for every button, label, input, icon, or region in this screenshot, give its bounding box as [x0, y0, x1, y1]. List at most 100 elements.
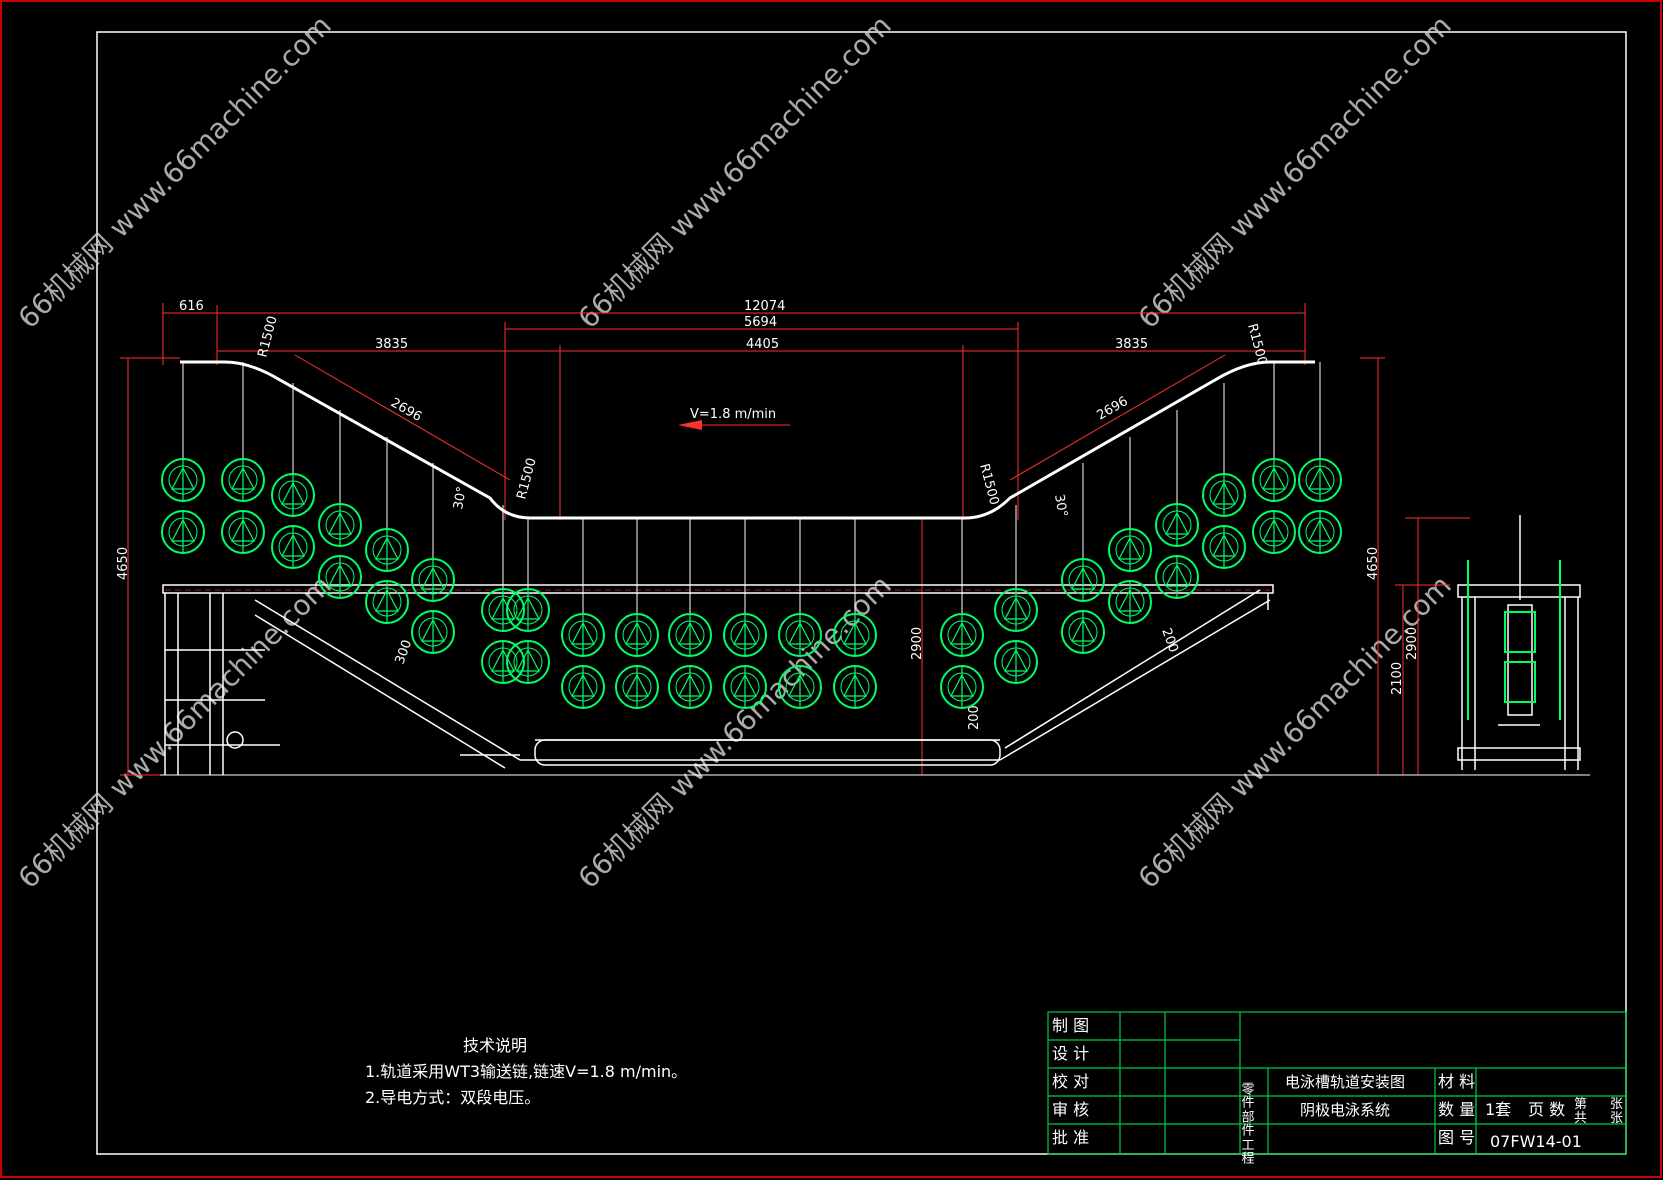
rack-frame: [231, 511, 255, 553]
rack-frame: [1262, 459, 1286, 501]
dim-r1500-c: R1500: [976, 462, 1001, 507]
dim-4405: 4405: [746, 337, 779, 352]
dim-616: 616: [179, 299, 204, 314]
quantity-label: 数 量: [1438, 1100, 1475, 1119]
rack-frame: [491, 641, 515, 683]
sheet-zhang-1: 张: [1610, 1097, 1623, 1112]
system-name: 阴极电泳系统: [1300, 1101, 1390, 1119]
rack-frame: [328, 556, 352, 598]
rack-frame: [231, 459, 255, 501]
rack-frame: [1118, 529, 1142, 571]
material-label: 材 料: [1438, 1072, 1475, 1091]
rack-frame: [1165, 504, 1189, 546]
rack-frame: [733, 666, 757, 708]
dim-2100: 2100: [1390, 662, 1405, 695]
rack-frame: [788, 614, 812, 656]
dim-2696-left: 2696: [388, 395, 424, 425]
notes-title: 技术说明: [463, 1036, 528, 1055]
tb-row-approve: 批 准: [1052, 1128, 1089, 1147]
dim-2900-right: 2900: [1405, 627, 1420, 660]
side-view-electrodes: [1467, 560, 1561, 720]
title-block-text: 制 图 设 计 校 对 审 核 批 准 零件 部件 工程 电泳槽轨道安装图 阴极…: [1052, 1016, 1623, 1165]
rack-frame: [1118, 581, 1142, 623]
rack-frame: [1165, 556, 1189, 598]
dim-r1500-a: R1500: [255, 314, 280, 359]
conveyor-track: [180, 360, 1315, 520]
rack-frame: [1004, 641, 1028, 683]
rack-frame: [375, 529, 399, 571]
rack-frame: [171, 511, 195, 553]
rack-frame: [1308, 511, 1332, 553]
rack-frame: [1071, 611, 1095, 653]
title-block: [1047, 1011, 1627, 1155]
rack-frame: [1262, 511, 1286, 553]
watermark-1: 66机械网 www.66machine.com: [12, 9, 338, 335]
notes-line-1: 1.轨道采用WT3输送链,链速V=1.8 m/min。: [365, 1062, 688, 1081]
rack-frame: [625, 666, 649, 708]
speed-label: V=1.8 m/min: [690, 407, 776, 422]
tb-row-proofread: 校 对: [1052, 1072, 1089, 1091]
dim-300-left: 300: [393, 638, 416, 666]
rack-frame: [950, 666, 974, 708]
drawing-no: 07FW14-01: [1490, 1132, 1582, 1151]
rack-frame: [625, 614, 649, 656]
drawing-frame: [96, 31, 1627, 1155]
dim-4650-right: 4650: [1366, 547, 1381, 580]
notes-line-2: 2.导电方式：双段电压。: [365, 1088, 541, 1107]
rack-frame: [281, 526, 305, 568]
dim-3835-right: 3835: [1115, 337, 1148, 352]
dim-200-mid: 200: [967, 705, 982, 730]
rack-frame: [421, 611, 445, 653]
rack-frame: [950, 614, 974, 656]
rack-frame: [843, 666, 867, 708]
watermark-4: 66机械网 www.66machine.com: [12, 569, 338, 895]
side-view: [1457, 515, 1581, 770]
watermark-6: 66机械网 www.66machine.com: [1132, 569, 1458, 895]
rack-frame: [375, 581, 399, 623]
technical-notes: 技术说明 1.轨道采用WT3输送链,链速V=1.8 m/min。 2.导电方式：…: [365, 1033, 687, 1111]
rack-frame: [1004, 589, 1028, 631]
rack-frame: [171, 459, 195, 501]
sheet-di: 第: [1574, 1097, 1587, 1112]
tank-structure: [162, 584, 1274, 775]
rack-frame: [281, 474, 305, 516]
page-label: 页 数: [1528, 1100, 1565, 1119]
quantity-value: 1套: [1485, 1100, 1511, 1119]
dimension-labels: 616 12074 5694 4405 3835 3835 2696 2696 …: [116, 299, 1420, 730]
rack-frame: [421, 559, 445, 601]
dim-3835-left: 3835: [375, 337, 408, 352]
tb-label-component: 部件: [1239, 1110, 1255, 1136]
rack-frame: [788, 666, 812, 708]
dim-angle-right: 30°: [1051, 493, 1070, 518]
dim-2900-mid: 2900: [910, 627, 925, 660]
dim-angle-left: 30°: [451, 485, 470, 510]
dim-r1500-b: R1500: [514, 456, 539, 501]
rack-frame: [733, 614, 757, 656]
tb-label-part: 零件: [1239, 1082, 1255, 1108]
dim-5694: 5694: [744, 315, 777, 330]
drawing-name: 电泳槽轨道安装图: [1285, 1073, 1405, 1091]
watermarks: 66机械网 www.66machine.com 66机械网 www.66mach…: [12, 9, 1458, 895]
dim-4650-left: 4650: [116, 547, 131, 580]
tb-row-draft: 制 图: [1052, 1016, 1089, 1035]
rack-frame: [571, 666, 595, 708]
dim-r1500-d: R1500: [1244, 322, 1269, 367]
tb-label-project: 工程: [1239, 1138, 1255, 1165]
dim-12074: 12074: [744, 299, 785, 314]
rack-frame: [1212, 526, 1236, 568]
rack-frame: [1071, 559, 1095, 601]
watermark-2: 66机械网 www.66machine.com: [572, 9, 898, 335]
rack-frame: [571, 614, 595, 656]
rack-frame: [491, 589, 515, 631]
tb-row-review: 审 核: [1052, 1100, 1089, 1119]
sheet-gong: 共: [1574, 1111, 1587, 1126]
rack-frame: [843, 614, 867, 656]
rack-frame: [328, 504, 352, 546]
rack-frame: [1308, 459, 1332, 501]
rack-frame: [516, 641, 540, 683]
rack-frame: [516, 589, 540, 631]
direction-arrow: [678, 420, 702, 430]
sheet-zhang-2: 张: [1610, 1111, 1623, 1126]
dim-2696-right: 2696: [1095, 394, 1131, 424]
